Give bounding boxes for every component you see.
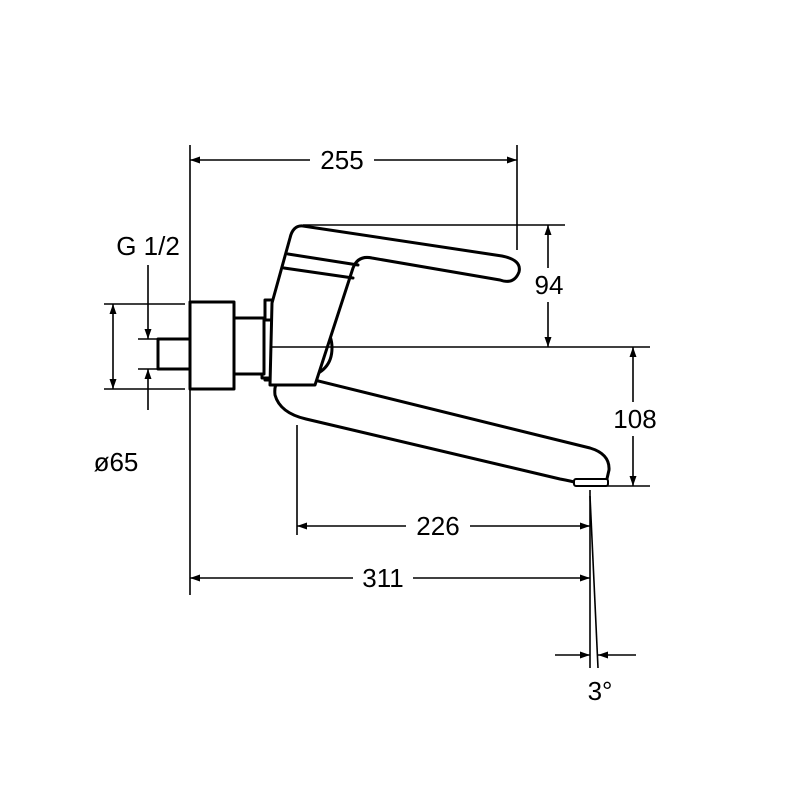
aerator [573,478,609,487]
faucet-body [156,224,611,487]
inlet-pipe [156,337,192,371]
dim-311-label: 311 [362,563,403,593]
dimension-labels: 255 94 G 1/2 108 ø65 226 311 3° [94,145,657,706]
dim-65-label: ø65 [94,447,139,477]
dim-226-label: 226 [416,511,459,541]
handle-band-lower [282,266,355,280]
dim-255-label: 255 [320,145,363,175]
connector-neck [232,316,266,376]
dim-94-label: 94 [535,270,564,300]
spout [273,372,611,485]
extension-lines [104,145,650,669]
handle-band-upper [286,252,360,267]
lever-handle [268,224,521,387]
wall-connector [188,300,236,391]
dim-g12-label: G 1/2 [116,231,180,261]
dim-108-label: 108 [613,404,656,434]
dim-3deg-label: 3° [588,676,613,706]
